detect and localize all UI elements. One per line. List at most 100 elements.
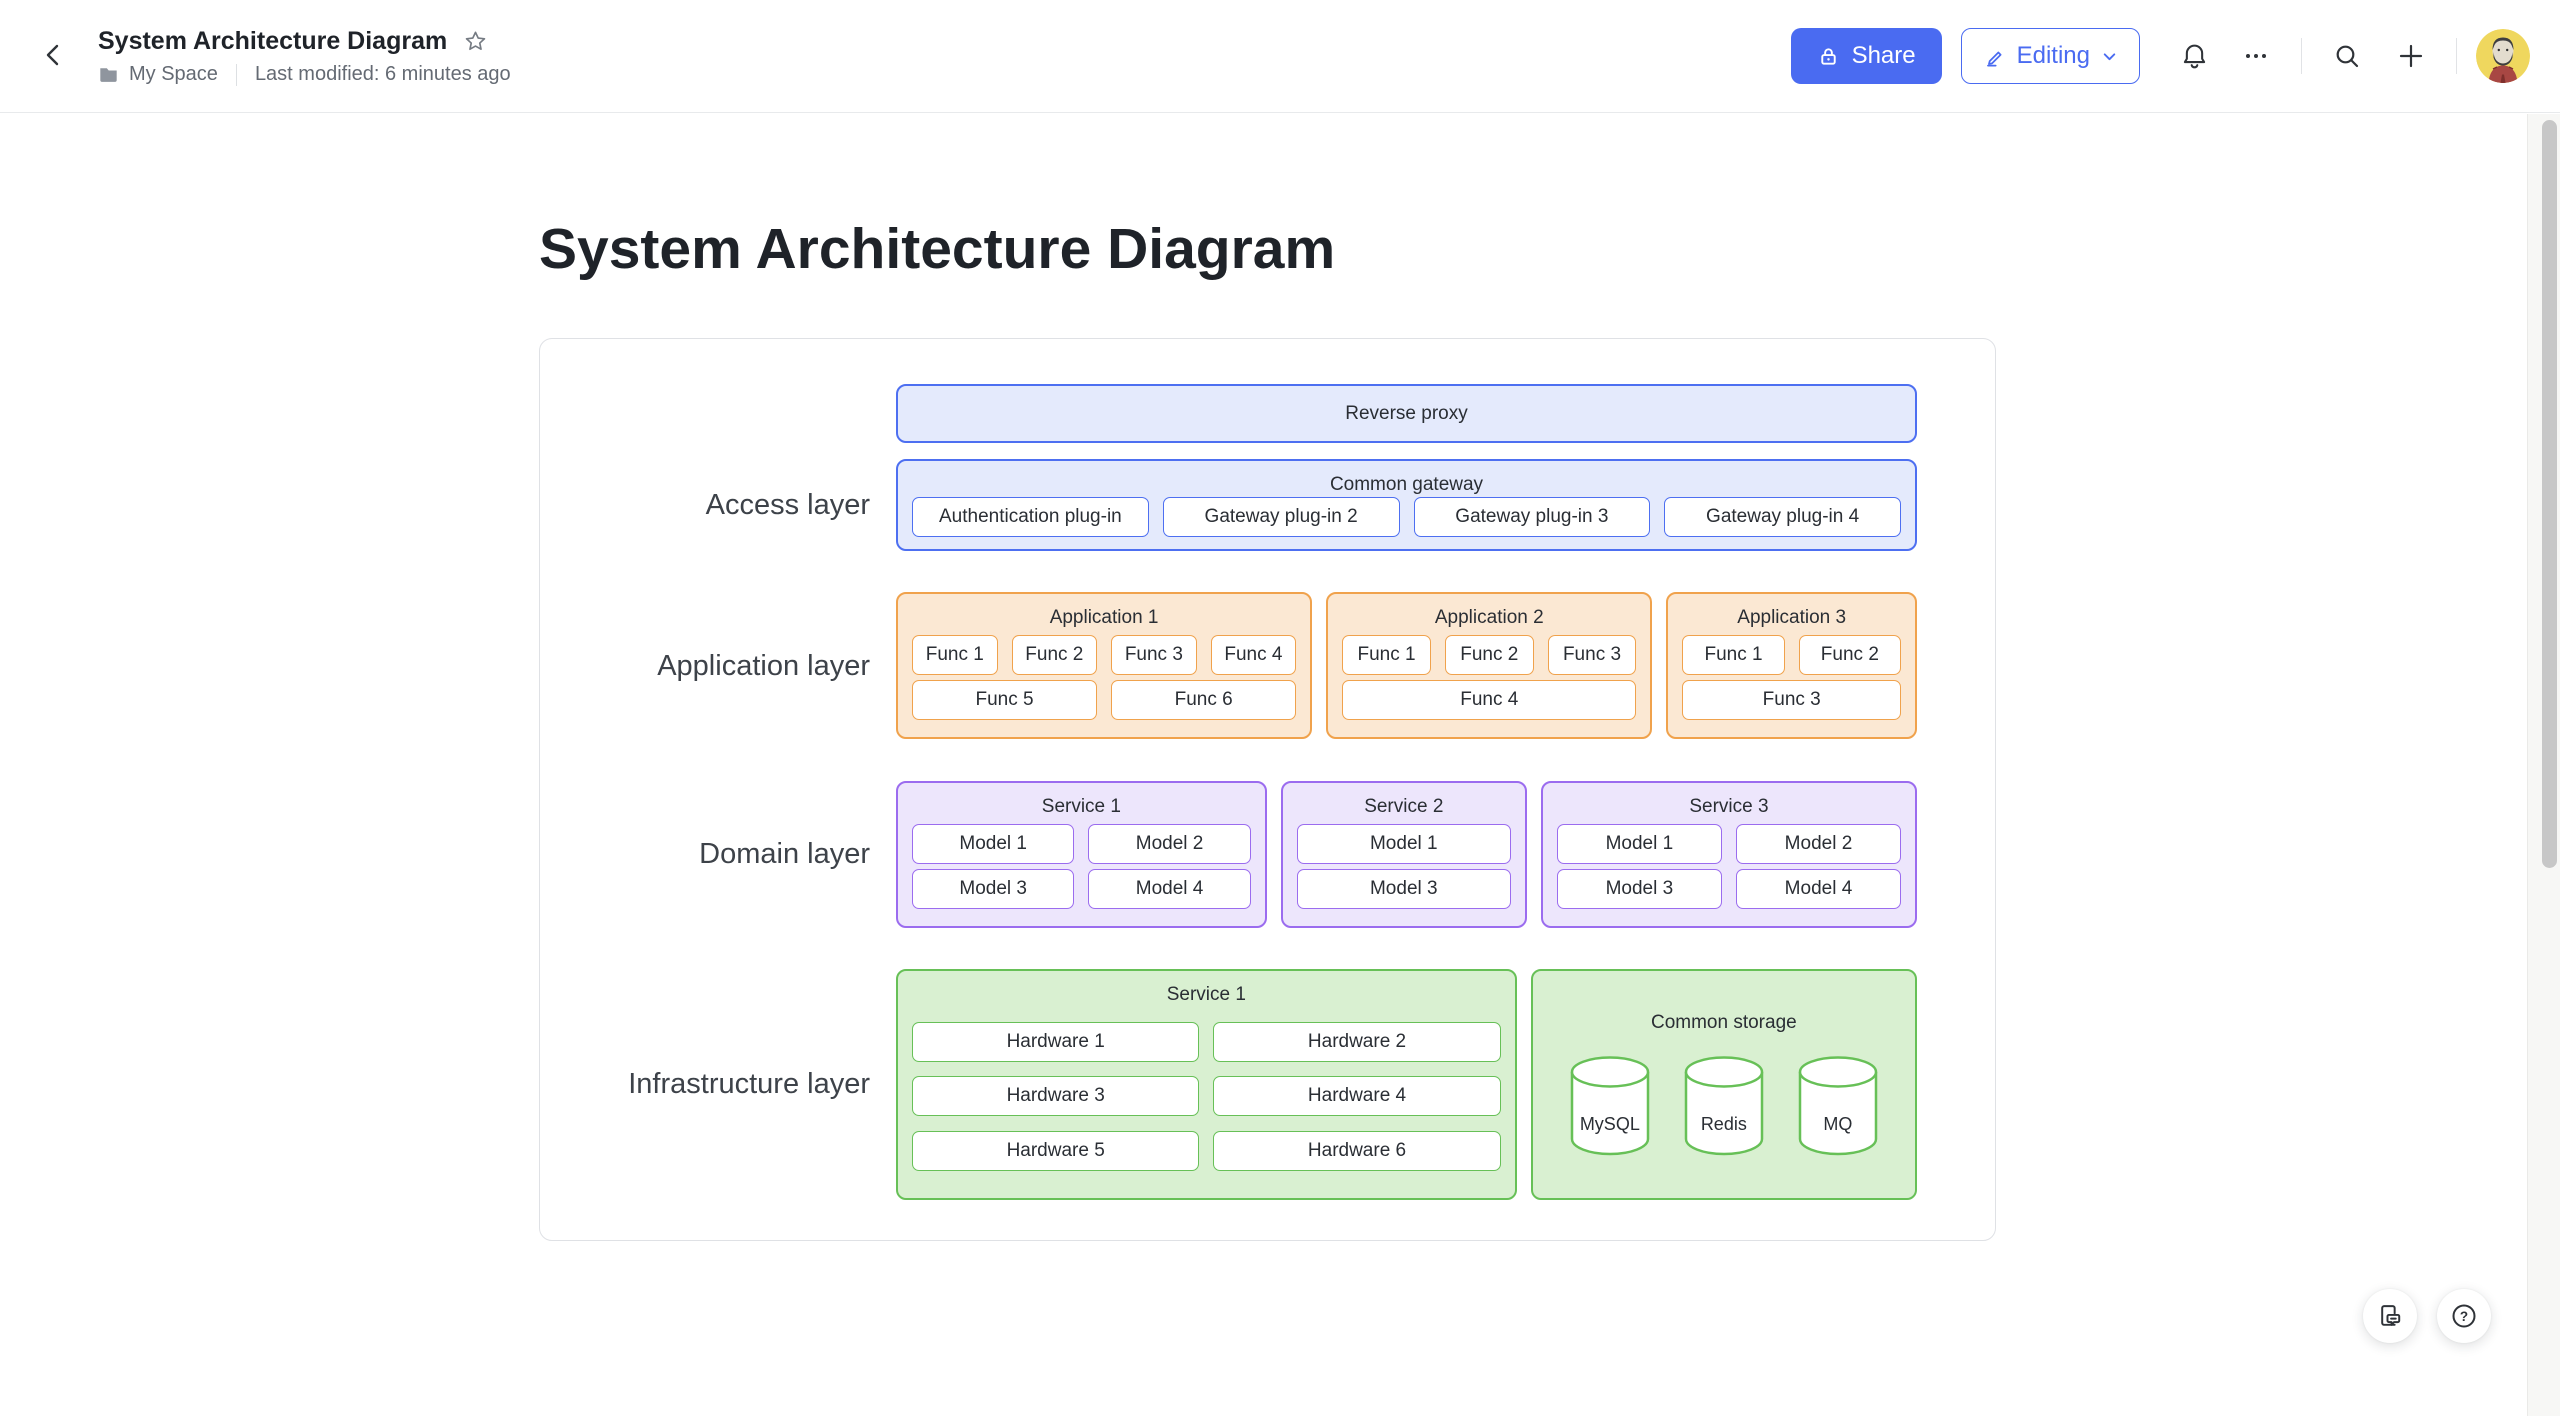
group-title-common-gateway: Common gateway [1329,474,1484,495]
back-button[interactable] [30,33,76,79]
node-func-1: Func 1 [1342,635,1431,676]
layer-label-domain-layer: Domain layer [699,838,870,871]
node-hardware-5: Hardware 5 [912,1131,1200,1172]
scrollbar-thumb[interactable] [2542,120,2557,868]
layer-infrastructure-layer: Infrastructure layer Service 1 Hardware 1 H… [540,968,1917,1200]
node-func-2: Func 2 [1444,635,1534,676]
doc-comment-icon [2377,1303,2404,1330]
header-divider [2456,38,2457,74]
node-func-4: Func 4 [1210,635,1297,676]
node-model-3: Model 3 [912,868,1075,909]
layer-label-infrastructure-layer: Infrastructure layer [628,1068,870,1101]
group-service-3: Service 3 Model 1 Model 2 Model 3 Model 4 [1540,780,1918,928]
share-label: Share [1851,42,1916,69]
node-authentication-plug-in: Authentication plug-in [912,497,1149,537]
node-gateway-plug-in-4: Gateway plug-in 4 [1664,497,1901,537]
group-title-service-1: Service 1 [1166,983,1246,1005]
help-fab[interactable]: ? [2437,1289,2491,1343]
chevron-left-icon [38,40,68,73]
search-icon [2332,41,2362,71]
share-button[interactable]: Share [1790,28,1942,84]
node-model-3: Model 3 [1556,868,1722,909]
node-model-1: Model 1 [1296,823,1511,864]
group-title-service-3: Service 3 [1689,795,1769,817]
create-button[interactable] [2385,30,2437,82]
editing-mode-button[interactable]: Editing [1960,28,2140,84]
node-gateway-plug-in-2: Gateway plug-in 2 [1162,497,1400,537]
folder-icon [98,64,119,85]
last-modified-text: Last modified: 6 minutes ago [254,63,511,85]
group-title-application-3: Application 3 [1737,607,1847,629]
node-func-2: Func 2 [1011,635,1098,676]
group-title-common-storage: Common storage [1650,1011,1797,1033]
layer-label-access-layer: Access layer [705,488,870,521]
node-func-3: Func 3 [1547,635,1637,676]
document-page: System Architecture Diagram Access layer… [0,113,2527,1416]
node-model-1: Model 1 [1556,823,1722,864]
layer-label-application-layer: Application layer [657,649,870,682]
notifications-button[interactable] [2168,30,2220,82]
meta-divider [235,63,237,86]
avatar[interactable] [2476,29,2530,83]
node-model-4: Model 4 [1088,868,1251,909]
cylinder-label: Redis [1700,1113,1747,1134]
node-model-2: Model 2 [1735,823,1902,864]
group-title-application-2: Application 2 [1434,607,1544,629]
node-func-3: Func 3 [1111,635,1197,676]
node-model-2: Model 2 [1088,823,1251,864]
cylinder-mq: MQ [1796,1054,1880,1158]
node-func-2: Func 2 [1798,635,1901,676]
scrollbar-track[interactable] [2527,114,2560,1416]
node-func-6: Func 6 [1111,680,1297,721]
page-title[interactable]: System Architecture Diagram [539,217,1336,281]
bell-icon [2179,41,2210,72]
breadcrumb-space[interactable]: My Space [129,63,218,85]
node-func-1: Func 1 [912,635,998,676]
header-divider [2301,38,2302,74]
group-title-service-1: Service 1 [1041,795,1121,817]
cylinder-mysql: MySQL [1568,1054,1652,1158]
node-hardware-1: Hardware 1 [912,1021,1200,1062]
node-model-1: Model 1 [912,823,1075,864]
star-icon[interactable] [463,29,488,54]
group-title-service-2: Service 2 [1364,795,1444,817]
node-hardware-6: Hardware 6 [1213,1131,1501,1172]
node-hardware-2: Hardware 2 [1213,1021,1501,1062]
node-gateway-plug-in-3: Gateway plug-in 3 [1413,497,1651,537]
node-reverse-proxy: Reverse proxy [896,384,1917,443]
search-button[interactable] [2321,30,2373,82]
window-doc-title: System Architecture Diagram [98,27,448,55]
node-hardware-3: Hardware 3 [912,1076,1200,1117]
group-service-1: Service 1 Model 1 Model 2 Model 3 Model 4 [896,780,1267,928]
group-title-application-1: Application 1 [1049,607,1159,629]
header-actions: Share Editing [1790,28,2560,84]
comments-fab[interactable] [2363,1289,2417,1343]
svg-text:?: ? [2460,1309,2468,1324]
pencil-icon [1983,45,2006,68]
plus-icon [2396,41,2426,71]
lock-icon [1817,45,1840,68]
node-func-4: Func 4 [1342,680,1637,721]
cylinder-redis: Redis [1682,1054,1766,1158]
more-button[interactable] [2230,30,2282,82]
chevron-down-icon [2101,48,2118,65]
doc-title-block: System Architecture Diagram My Space Las… [98,26,511,86]
node-func-3: Func 3 [1682,680,1901,721]
ellipsis-icon [2241,41,2271,71]
titlebar: System Architecture Diagram My Space Las… [0,0,2560,113]
node-func-5: Func 5 [912,680,1098,721]
node-model-3: Model 3 [1296,868,1511,909]
node-model-4: Model 4 [1735,868,1902,909]
editing-label: Editing [2016,42,2090,69]
cylinder-label: MySQL [1579,1113,1640,1134]
